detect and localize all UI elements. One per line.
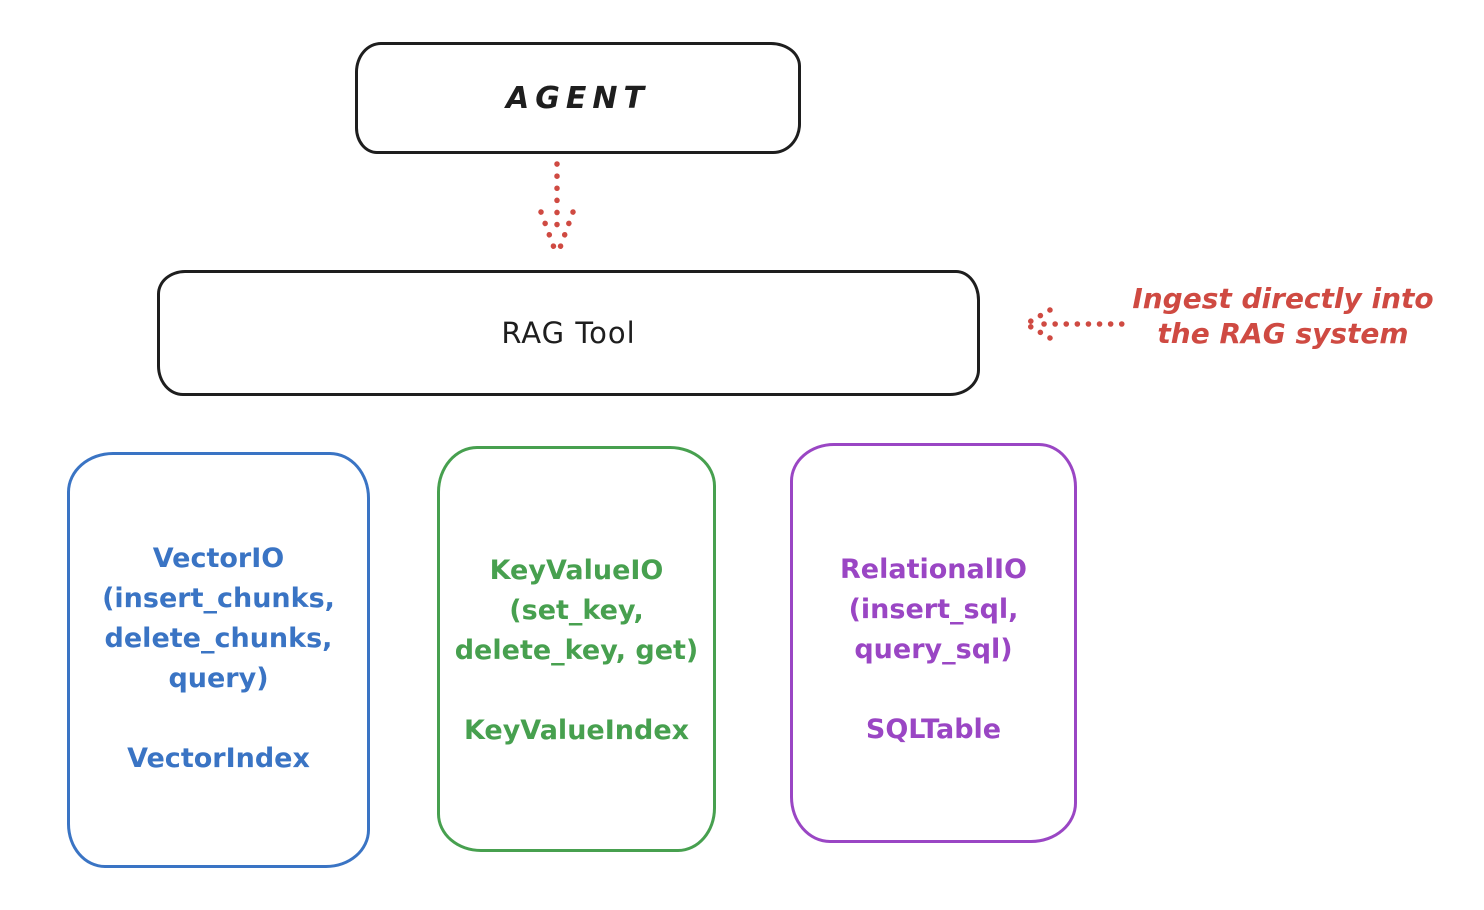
ingest-annotation-line1: Ingest directly into bbox=[1132, 282, 1434, 315]
vector-io-param: query) bbox=[168, 663, 269, 694]
rag-tool-label: RAG Tool bbox=[501, 316, 636, 350]
key-value-io-box: KeyValueIO (set_key, delete_key, get) Ke… bbox=[437, 446, 716, 852]
vector-io-box: VectorIO (insert_chunks, delete_chunks, … bbox=[67, 452, 370, 868]
agent-box: AGENT bbox=[355, 42, 801, 154]
sql-table-label: SQLTable bbox=[865, 714, 1002, 745]
key-value-io-param: delete_key, get) bbox=[454, 635, 699, 666]
relational-io-param: query_sql) bbox=[854, 634, 1013, 665]
agent-label: AGENT bbox=[506, 80, 650, 116]
vector-io-title: VectorIO bbox=[152, 543, 285, 574]
vector-index-label: VectorIndex bbox=[127, 743, 310, 774]
key-value-index-label: KeyValueIndex bbox=[463, 715, 690, 746]
relational-io-title: RelationalIO bbox=[840, 554, 1027, 585]
key-value-io-title: KeyValueIO bbox=[489, 555, 664, 586]
relational-io-param: (insert_sql, bbox=[848, 594, 1019, 625]
ingest-annotation: Ingest directly into the RAG system bbox=[1130, 281, 1436, 351]
arrow-left-dotted-icon bbox=[1023, 307, 1133, 341]
vector-io-param: delete_chunks, bbox=[104, 623, 333, 654]
ingest-annotation-line2: the RAG system bbox=[1157, 317, 1409, 350]
rag-tool-box: RAG Tool bbox=[157, 270, 980, 396]
vector-io-param: (insert_chunks, bbox=[102, 583, 335, 614]
key-value-io-param: (set_key, bbox=[509, 595, 644, 626]
arrow-down-dotted-icon bbox=[538, 161, 576, 259]
relational-io-box: RelationalIO (insert_sql, query_sql) SQL… bbox=[790, 443, 1077, 843]
